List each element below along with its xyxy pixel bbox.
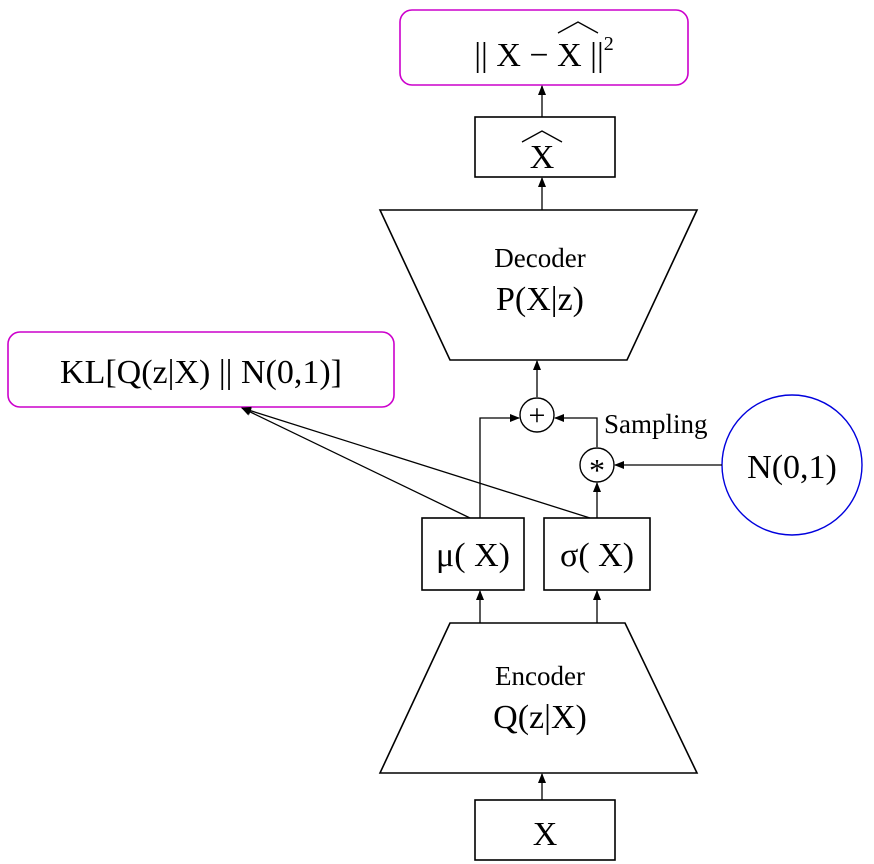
noise-text: N(0,1) [747,449,837,486]
reconstruction-text: X [530,139,555,176]
kl-loss-node: KL[Q(z|X) || N(0,1)] [7,331,395,408]
reconstruction-loss-text: || X − X ||2 [474,33,614,74]
input-node: X [474,799,616,861]
multiply-symbol: * [589,452,605,488]
edge-mu-to-kl [241,407,471,519]
hat-icon [557,21,599,34]
kl-loss-text: KL[Q(z|X) || N(0,1)] [60,354,342,391]
add-symbol: + [529,399,546,432]
decoder-node: Decoder P(X|z) [378,209,699,361]
noise-node: N(0,1) [721,394,863,536]
decoder-title: Decoder [494,243,585,273]
input-text: X [533,816,558,853]
mu-text: μ( X) [436,537,510,574]
edge-mu-to-add [479,414,520,518]
encoder-title: Encoder [495,661,585,691]
sigma-text: σ( X) [560,537,634,574]
reconstruction-node: X [474,116,616,178]
mu-node: μ( X) [421,517,525,591]
encoder-formula: Q(z|X) [493,699,587,736]
sigma-node: σ( X) [543,517,651,591]
sampling-label: Sampling [604,409,708,439]
add-operator: + [519,397,555,433]
reconstruction-loss-node: || X − X ||2 [399,9,689,86]
edge-sigma-to-kl [241,406,591,519]
multiply-operator: * [579,447,615,488]
edge-multiply-to-add [554,414,598,447]
hat-icon [521,130,563,143]
encoder-node: Encoder Q(z|X) [378,622,699,774]
decoder-formula: P(X|z) [496,281,584,318]
